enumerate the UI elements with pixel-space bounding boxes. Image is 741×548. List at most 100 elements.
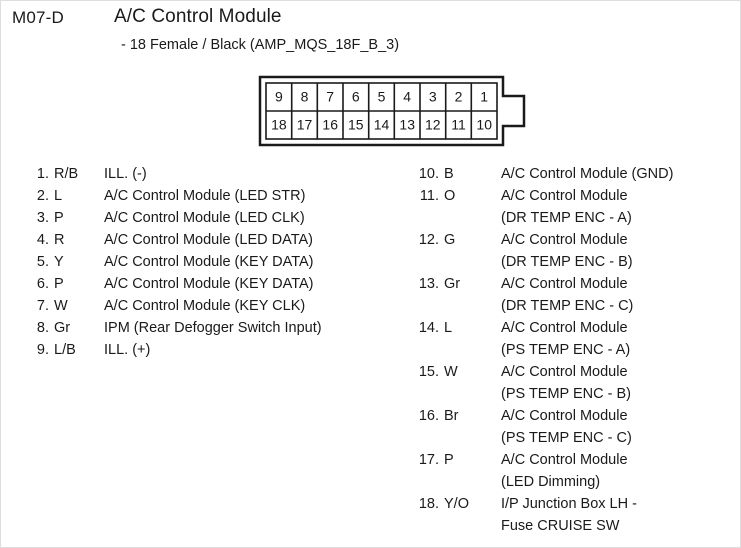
pin-row: 11. O A/C Control Module (DR TEMP ENC - … xyxy=(411,185,736,229)
pin-wire-color: P xyxy=(54,210,64,226)
pin-index: 10. xyxy=(418,166,439,182)
pin-description: A/C Control Module (LED STR) xyxy=(104,188,306,204)
pin-wire-color: G xyxy=(444,232,456,248)
pin-row: 2. L A/C Control Module (LED STR) xyxy=(21,185,401,207)
pin-index: 7. xyxy=(36,298,49,314)
pin-index: 9. xyxy=(36,342,49,358)
pin-cell-2: 2 xyxy=(455,89,463,105)
pin-index: 1. xyxy=(36,166,49,182)
pin-description: A/C Control Module (DR TEMP ENC - B) xyxy=(501,232,633,270)
pin-wire-color: P xyxy=(444,452,454,468)
pin-wire-color: R xyxy=(54,232,65,248)
pin-row: 16. Br A/C Control Module (PS TEMP ENC -… xyxy=(411,405,736,449)
connector-cell-grid xyxy=(265,82,498,140)
pin-index: 6. xyxy=(36,276,49,292)
pin-description: A/C Control Module (LED DATA) xyxy=(104,232,313,248)
pin-cell-15: 15 xyxy=(348,117,364,133)
pin-description: A/C Control Module (PS TEMP ENC - A) xyxy=(501,320,631,358)
pin-row: 8. Gr IPM (Rear Defogger Switch Input) xyxy=(21,317,401,339)
pin-row: 5. Y A/C Control Module (KEY DATA) xyxy=(21,251,401,273)
pin-index: 16. xyxy=(418,408,439,424)
pin-description: A/C Control Module (LED CLK) xyxy=(104,210,305,226)
pin-description: A/C Control Module (PS TEMP ENC - B) xyxy=(501,364,631,402)
pin-cell-3: 3 xyxy=(429,89,437,105)
pin-cell-8: 8 xyxy=(301,89,309,105)
pin-cell-9: 9 xyxy=(275,89,283,105)
pin-row: 4. R A/C Control Module (LED DATA) xyxy=(21,229,401,251)
pin-description: A/C Control Module (KEY DATA) xyxy=(104,276,314,292)
pin-cell-5: 5 xyxy=(378,89,386,105)
pin-row: 17. P A/C Control Module (LED Dimming) xyxy=(411,449,736,493)
pin-description: A/C Control Module (KEY DATA) xyxy=(104,254,314,270)
pin-cell-12: 12 xyxy=(425,117,441,133)
pin-description: I/P Junction Box LH - Fuse CRUISE SW xyxy=(501,496,637,534)
pin-description: A/C Control Module (GND) xyxy=(501,166,674,182)
pin-wire-color: L xyxy=(444,320,453,336)
pin-index: 5. xyxy=(36,254,49,270)
pin-index: 12. xyxy=(418,232,439,248)
pin-row: 9. L/B ILL. (+) xyxy=(21,339,401,361)
pin-row: 10. B A/C Control Module (GND) xyxy=(411,163,736,185)
connector-bottom-row-numbers: 18 17 16 15 14 13 12 11 10 xyxy=(271,117,492,133)
connector-subtitle: - 18 Female / Black (AMP_MQS_18F_B_3) xyxy=(121,37,400,53)
pin-description: ILL. (+) xyxy=(104,342,151,358)
pin-wire-color: P xyxy=(54,276,64,292)
pin-row: 18. Y/O I/P Junction Box LH - Fuse CRUIS… xyxy=(411,493,736,537)
pin-row: 3. P A/C Control Module (LED CLK) xyxy=(21,207,401,229)
pin-wire-color: L/B xyxy=(54,342,76,358)
pin-wire-color: Br xyxy=(444,408,459,424)
pin-cell-1: 1 xyxy=(480,89,488,105)
pin-cell-4: 4 xyxy=(403,89,411,105)
pin-row: 7. W A/C Control Module (KEY CLK) xyxy=(21,295,401,317)
pin-description: A/C Control Module (DR TEMP ENC - A) xyxy=(501,188,632,226)
pin-row: 14. L A/C Control Module (PS TEMP ENC - … xyxy=(411,317,736,361)
pin-wire-color: O xyxy=(444,188,456,204)
pin-wire-color: W xyxy=(444,364,458,380)
pin-index: 17. xyxy=(418,452,439,468)
page-title: A/C Control Module xyxy=(114,6,282,27)
pin-row: 13. Gr A/C Control Module (DR TEMP ENC -… xyxy=(411,273,736,317)
pin-cell-6: 6 xyxy=(352,89,360,105)
pin-wire-color: W xyxy=(54,298,68,314)
pin-row: 15. W A/C Control Module (PS TEMP ENC - … xyxy=(411,361,736,405)
pin-wire-color: R/B xyxy=(54,166,79,182)
pin-row: 6. P A/C Control Module (KEY DATA) xyxy=(21,273,401,295)
pin-cell-17: 17 xyxy=(297,117,313,133)
pin-list-right: 10. B A/C Control Module (GND) 11. O A/C… xyxy=(411,163,736,537)
pin-cell-13: 13 xyxy=(399,117,415,133)
pin-description: A/C Control Module (DR TEMP ENC - C) xyxy=(501,276,634,314)
pin-index: 18. xyxy=(418,496,439,512)
pin-description: A/C Control Module (PS TEMP ENC - C) xyxy=(501,408,632,446)
pin-index: 13. xyxy=(418,276,439,292)
pin-wire-color: Y xyxy=(54,254,64,270)
connector-outer-shell xyxy=(258,75,526,147)
connector-code: M07-D xyxy=(12,8,65,27)
pin-description: A/C Control Module (KEY CLK) xyxy=(104,298,306,314)
pin-index: 8. xyxy=(36,320,49,336)
pin-index: 4. xyxy=(36,232,49,248)
pin-row: 12. G A/C Control Module (DR TEMP ENC - … xyxy=(411,229,736,273)
pin-wire-color: Gr xyxy=(54,320,71,336)
pin-wire-color: Y/O xyxy=(444,496,469,512)
pin-cell-14: 14 xyxy=(374,117,390,133)
connector-pin-layout-diagram: 9 8 7 6 5 4 3 2 1 18 17 16 15 14 13 12 1… xyxy=(257,73,532,149)
pin-row: 1. R/B ILL. (-) xyxy=(21,163,401,185)
pin-cell-16: 16 xyxy=(322,117,338,133)
pin-description: ILL. (-) xyxy=(104,166,147,182)
pin-description: IPM (Rear Defogger Switch Input) xyxy=(104,320,322,336)
pin-cell-11: 11 xyxy=(451,117,466,133)
pin-wire-color: Gr xyxy=(444,276,461,292)
pin-cell-7: 7 xyxy=(326,89,334,105)
pin-description: A/C Control Module (LED Dimming) xyxy=(501,452,628,490)
pin-index: 3. xyxy=(36,210,49,226)
pin-index: 15. xyxy=(418,364,439,380)
pin-list-left: 1. R/B ILL. (-) 2. L A/C Control Module … xyxy=(21,163,401,361)
pin-cell-18: 18 xyxy=(271,117,287,133)
connector-top-row-numbers: 9 8 7 6 5 4 3 2 1 xyxy=(275,89,488,105)
pin-index: 2. xyxy=(36,188,49,204)
pin-wire-color: L xyxy=(54,188,63,204)
pin-index: 14. xyxy=(418,320,439,336)
pin-wire-color: B xyxy=(444,166,454,182)
pin-index: 11. xyxy=(419,188,439,204)
